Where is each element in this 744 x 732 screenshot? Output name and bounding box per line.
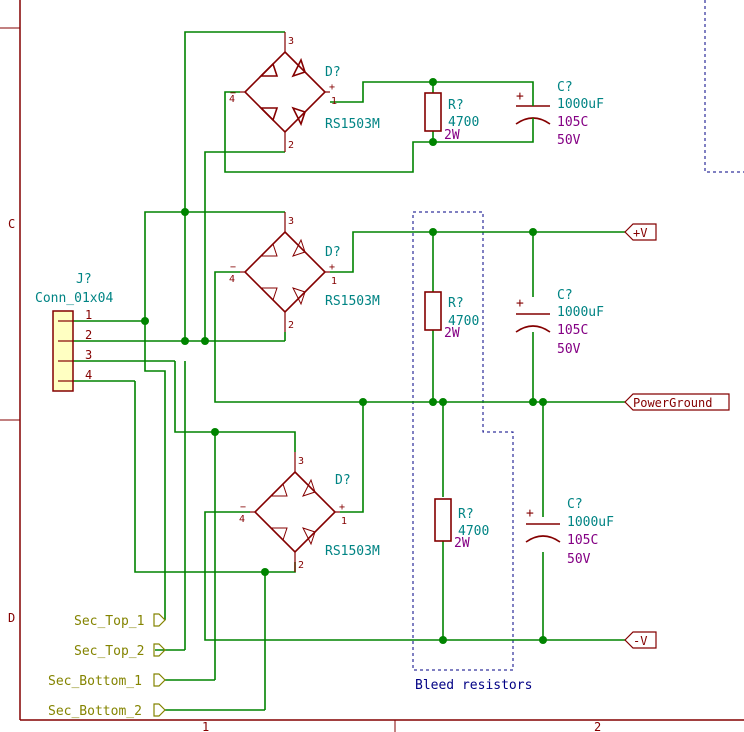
frame-col-2: 2 (594, 720, 601, 732)
capacitor2-plus: + (516, 296, 524, 311)
bridge1-pin1: 1 (331, 96, 337, 107)
sec-top-2-text: Sec_Top_2 (74, 644, 144, 659)
global-label-power-ground[interactable]: PowerGround (624, 393, 730, 411)
resistor2-power: 2W (444, 326, 460, 341)
bleed-resistors-label: Bleed resistors (415, 678, 532, 693)
bridge2-value: RS1503M (325, 294, 380, 309)
capacitor2-ref: C? (557, 288, 573, 303)
frame-row-d: D (8, 611, 15, 625)
bridge1-ref: D? (325, 65, 341, 80)
bridge2-plus-sign: + (329, 262, 335, 273)
bleed-resistor-box: Bleed resistors (412, 211, 532, 693)
capacitor3-voltage: 50V (567, 552, 591, 567)
resistor-1[interactable]: R? 4700 2W (424, 92, 479, 143)
capacitor1-voltage: 50V (557, 133, 581, 148)
capacitor1-ref: C? (557, 80, 573, 95)
bridge3-plus-sign: + (339, 502, 345, 513)
sec-top-1-text: Sec_Top_1 (74, 614, 144, 629)
hier-label-sec-top-2[interactable]: Sec_Top_2 (74, 643, 166, 659)
hier-label-sec-top-1[interactable]: Sec_Top_1 (74, 613, 166, 629)
resistor2-ref: R? (448, 296, 464, 311)
capacitor3-plus: + (526, 506, 534, 521)
connector-value: Conn_01x04 (35, 291, 113, 306)
bridge1-plus-sign: + (329, 82, 335, 93)
resistor1-power: 2W (444, 128, 460, 143)
bridge3-value: RS1503M (325, 544, 380, 559)
bridge1-pin2: 2 (288, 140, 294, 151)
sec-bottom-1-text: Sec_Bottom_1 (48, 674, 142, 689)
resistor3-ref: R? (458, 507, 474, 522)
hier-label-sec-bottom-1[interactable]: Sec_Bottom_1 (48, 673, 166, 689)
resistor1-ref: R? (448, 98, 464, 113)
bridge2-pin4: 4 (229, 274, 235, 285)
bridge2-ref: D? (325, 245, 341, 260)
bridge2-pin3: 3 (288, 216, 294, 227)
global-label-plus-v[interactable]: +V (624, 223, 657, 241)
resistor3-power: 2W (454, 536, 470, 551)
sec-bottom-2-text: Sec_Bottom_2 (48, 704, 142, 719)
wires (73, 31, 625, 711)
resistor1-value: 4700 (448, 115, 479, 130)
bridge2-pin2: 2 (288, 320, 294, 331)
resistor-2[interactable]: R? 4700 2W (424, 291, 479, 341)
junctions (141, 78, 547, 644)
connector-pin-4: 4 (85, 368, 92, 382)
connector-pin-3: 3 (85, 348, 92, 362)
connector-pin-1: 1 (85, 308, 92, 322)
bridge1-minus-sign: − (230, 88, 236, 99)
capacitor1-value: 1000uF (557, 97, 604, 112)
capacitor-1[interactable]: + C? 1000uF 105C 50V (515, 80, 604, 148)
capacitor3-value: 1000uF (567, 515, 614, 530)
bridge3-pin4: 4 (239, 514, 245, 525)
bridge1-value: RS1503M (325, 117, 380, 132)
hier-label-sec-bottom-2[interactable]: Sec_Bottom_2 (48, 703, 166, 719)
global-label-minus-v[interactable]: -V (624, 631, 657, 649)
capacitor2-voltage: 50V (557, 342, 581, 357)
resistor3-value: 4700 (458, 524, 489, 539)
bridge-rectifier-3[interactable]: − 4 + 1 3 2 D? RS1503M (239, 452, 380, 572)
bridge2-minus-sign: − (230, 262, 236, 273)
bridge3-ref: D? (335, 473, 351, 488)
bridge-rectifier-1[interactable]: − 4 + 1 3 2 D? RS1503M (229, 32, 380, 152)
capacitor2-temp: 105C (557, 323, 588, 338)
bridge3-pin3: 3 (298, 456, 304, 467)
power-ground-text: PowerGround (633, 396, 712, 410)
bridge3-pin2: 2 (298, 560, 304, 571)
plus-v-text: +V (633, 226, 647, 240)
bridge3-minus-sign: − (240, 502, 246, 513)
bridge3-pin1: 1 (341, 516, 347, 527)
resistor2-value: 4700 (448, 314, 479, 329)
capacitor3-temp: 105C (567, 533, 598, 548)
bridge1-pin3: 3 (288, 36, 294, 47)
capacitor1-plus: + (516, 89, 524, 104)
capacitor-2[interactable]: + C? 1000uF 105C 50V (515, 288, 604, 357)
frame-row-c: C (8, 217, 15, 231)
frame-col-1: 1 (202, 720, 209, 732)
capacitor1-temp: 105C (557, 115, 588, 130)
connector-j[interactable]: J? Conn_01x04 1 2 3 4 (35, 272, 113, 392)
connector-pin-2: 2 (85, 328, 92, 342)
capacitor3-ref: C? (567, 497, 583, 512)
minus-v-text: -V (633, 634, 647, 648)
bridge-rectifier-2[interactable]: − 4 + 1 3 2 D? RS1503M (229, 212, 380, 332)
capacitor2-value: 1000uF (557, 305, 604, 320)
resistor-3[interactable]: R? 4700 2W (434, 498, 489, 551)
bridge1-pin4: 4 (229, 94, 235, 105)
bridge2-pin1: 1 (331, 276, 337, 287)
capacitor-3[interactable]: + C? 1000uF 105C 50V (525, 497, 614, 567)
connector-ref: J? (76, 272, 92, 287)
